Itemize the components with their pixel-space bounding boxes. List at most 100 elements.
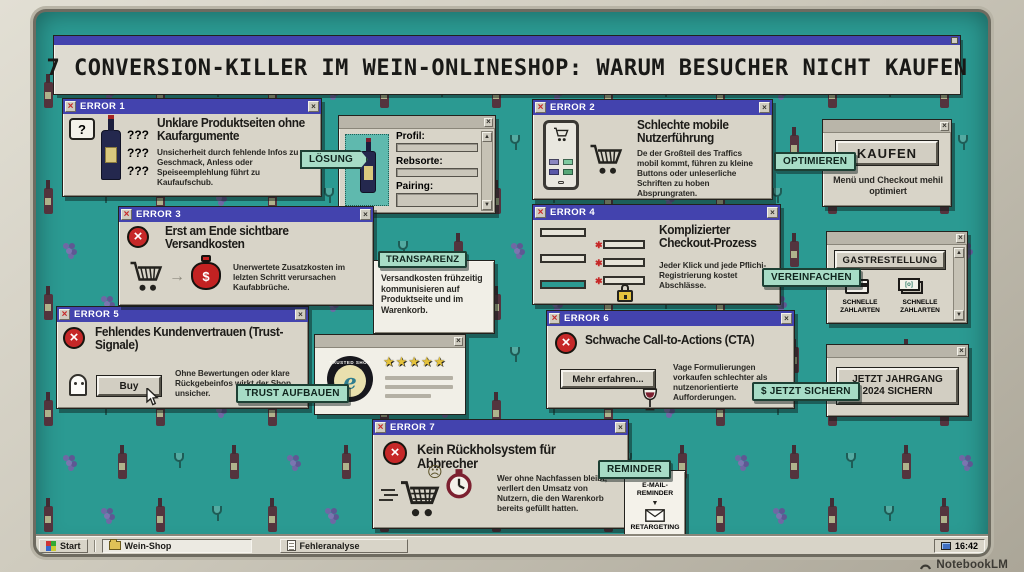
banner-close-icon[interactable] xyxy=(951,37,958,44)
money-bag-icon: $ xyxy=(191,262,221,290)
close-icon[interactable] xyxy=(360,209,371,220)
scroll-down-icon[interactable]: ▼ xyxy=(482,200,492,210)
flow-step-label: E-MAIL-REMINDER xyxy=(636,481,674,497)
field-label: Pairing: xyxy=(396,181,434,192)
scrollbar[interactable]: ▲ ▼ xyxy=(953,247,965,321)
title-banner: 7 CONVERSION-KILLER IM WEIN-ONLINESHOP: … xyxy=(47,36,967,94)
gast-titlebar[interactable] xyxy=(827,232,967,245)
ghost-icon xyxy=(69,374,87,396)
product-titlebar[interactable] xyxy=(339,116,495,129)
error5-titlebar[interactable]: ERROR 5 xyxy=(57,307,308,322)
field-label: Rebsorte: xyxy=(396,156,443,167)
start-button[interactable]: Start xyxy=(39,538,88,553)
window-error3: ERROR 3 Erst am Ende sichtbare Versandko… xyxy=(118,206,374,306)
loesung-badge[interactable]: LÖSUNG xyxy=(300,150,368,169)
banknote-icon: [o] xyxy=(898,278,920,291)
cursor-icon xyxy=(146,388,159,406)
close-icon[interactable] xyxy=(956,233,965,243)
wallpaper-bottle-icon xyxy=(790,445,799,479)
task-fehleranalyse[interactable]: Fehleranalyse xyxy=(279,538,408,553)
wallpaper-glass-icon xyxy=(958,135,968,150)
kaufen-titlebar[interactable] xyxy=(823,120,951,133)
error-icon xyxy=(121,209,132,220)
error7-heading: Kein Rückholsystem für Abbrecher xyxy=(417,442,556,472)
error5-title: ERROR 5 xyxy=(74,309,120,320)
mehr-erfahren-button[interactable]: Mehr erfahren... xyxy=(560,369,656,389)
button-shape xyxy=(563,169,573,175)
error-icon xyxy=(59,309,70,320)
optimieren-badge[interactable]: OPTIMIEREN xyxy=(774,152,857,171)
error7-body: Wer ohne Nachfassen bleibt, verllert den… xyxy=(497,473,607,514)
field-label: Profil: xyxy=(396,131,425,142)
close-icon[interactable] xyxy=(615,422,626,433)
system-tray[interactable]: 16:42 xyxy=(933,538,985,553)
taskbar-divider xyxy=(93,539,96,552)
rebsorte-input[interactable] xyxy=(396,168,478,177)
button-shape xyxy=(549,169,559,175)
close-icon[interactable] xyxy=(759,102,770,113)
vereinfachen-badge[interactable]: VEREINFACHEN xyxy=(762,268,861,287)
error1-heading: Unklare Produktseiten ohne Kaufargumente xyxy=(157,116,305,144)
profil-input[interactable] xyxy=(396,143,478,152)
scroll-up-icon[interactable]: ▲ xyxy=(954,248,964,258)
error4-titlebar[interactable]: ERROR 4 xyxy=(533,205,780,220)
stopwatch-icon xyxy=(446,469,472,499)
error2-titlebar[interactable]: ERROR 2 xyxy=(533,100,772,115)
scrollbar[interactable]: ▲ ▼ xyxy=(481,131,493,211)
error2-title: ERROR 2 xyxy=(550,102,596,113)
error6-titlebar[interactable]: ERROR 6 xyxy=(547,311,794,326)
close-icon[interactable] xyxy=(781,313,792,324)
form-field-filled xyxy=(540,280,586,289)
close-icon[interactable] xyxy=(957,346,966,356)
wallpaper-bottle-icon xyxy=(156,498,165,532)
window-error5: ERROR 5 Fehlendes Kundenvertrauen (Trust… xyxy=(56,306,309,409)
close-icon[interactable] xyxy=(308,101,319,112)
error3-titlebar[interactable]: ERROR 3 xyxy=(119,207,373,222)
buy-button[interactable]: Buy xyxy=(96,375,162,397)
clock: 16:42 xyxy=(954,540,978,551)
transparenz-badge[interactable]: TRANSPARENZ xyxy=(378,251,468,268)
trust-badge[interactable]: TRUST AUFBAUEN xyxy=(236,384,349,403)
error1-titlebar[interactable]: ERROR 1 xyxy=(63,99,321,114)
wallpaper-bottle-icon xyxy=(268,498,277,532)
task-wein-shop[interactable]: Wein-Shop xyxy=(101,538,252,553)
error7-titlebar[interactable]: ERROR 7 xyxy=(373,420,628,435)
error-icon xyxy=(65,101,76,112)
windows-logo-icon xyxy=(46,540,56,551)
error-x-icon xyxy=(383,441,407,465)
wallpaper-bottle-icon xyxy=(44,286,53,320)
wallpaper-bottle-icon xyxy=(230,445,239,479)
jetzt-sichern-badge[interactable]: $ JETZT SICHERN xyxy=(752,382,860,401)
close-icon[interactable] xyxy=(295,309,306,320)
close-icon[interactable] xyxy=(454,336,463,346)
pairing-input[interactable] xyxy=(396,193,478,207)
flow-step-label: RETARGETING xyxy=(630,524,680,532)
scroll-up-icon[interactable]: ▲ xyxy=(482,132,492,142)
gastbestellung-button[interactable]: GASTRESTELLUNG xyxy=(834,250,946,270)
window-error4: ERROR 4 ✱ ✱ ✱ Komplizierter Checkout-Pro… xyxy=(532,204,781,305)
close-icon[interactable] xyxy=(940,121,949,131)
reminder-badge[interactable]: REMINDER xyxy=(598,460,671,479)
error-icon xyxy=(375,422,386,433)
wallpaper-bottle-icon xyxy=(44,180,53,214)
wallpaper-glass-icon xyxy=(772,188,782,203)
error6-heading: Schwache Call-to-Actions (CTA) xyxy=(585,333,755,347)
wallpaper-grapes-icon xyxy=(100,506,114,522)
wallpaper-grapes-icon xyxy=(62,241,76,257)
trusted-titlebar[interactable] xyxy=(315,335,465,348)
wallpaper-glass-icon xyxy=(398,241,408,256)
scroll-down-icon[interactable]: ▼ xyxy=(954,310,964,320)
wallpaper-bottle-icon xyxy=(118,445,127,479)
error2-body: De der Großteil des Traffics mobil kommt… xyxy=(637,148,753,199)
review-line xyxy=(385,394,431,398)
wallpaper-grapes-icon xyxy=(958,453,972,469)
star-rating: ★★★★★ xyxy=(383,354,447,369)
close-icon[interactable] xyxy=(484,117,493,127)
wallpaper-glass-icon xyxy=(510,347,520,362)
jahrgang-titlebar[interactable] xyxy=(827,345,968,358)
cart-icon xyxy=(401,481,440,517)
close-icon[interactable] xyxy=(767,207,778,218)
error7-title: ERROR 7 xyxy=(390,422,436,433)
banner-titlebar xyxy=(54,36,960,45)
